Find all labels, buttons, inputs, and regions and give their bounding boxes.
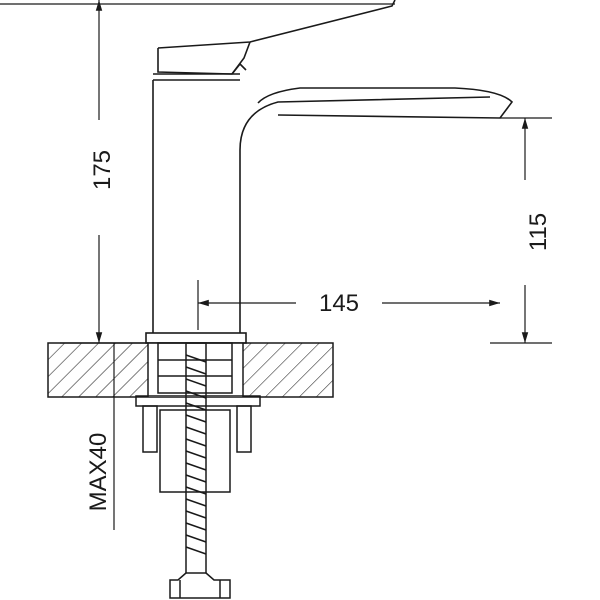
dimension-115	[490, 117, 552, 344]
countertop-section	[47, 342, 334, 398]
faucet-body	[145, 0, 514, 344]
mounting-hardware	[135, 342, 261, 599]
dimension-max40-label: MAX40	[85, 433, 112, 512]
dimension-115-label: 115	[525, 213, 552, 251]
dimension-175	[0, 0, 395, 344]
dimension-145	[197, 280, 500, 330]
dimension-175-label: 175	[89, 150, 116, 190]
dimension-145-label: 145	[319, 290, 359, 317]
